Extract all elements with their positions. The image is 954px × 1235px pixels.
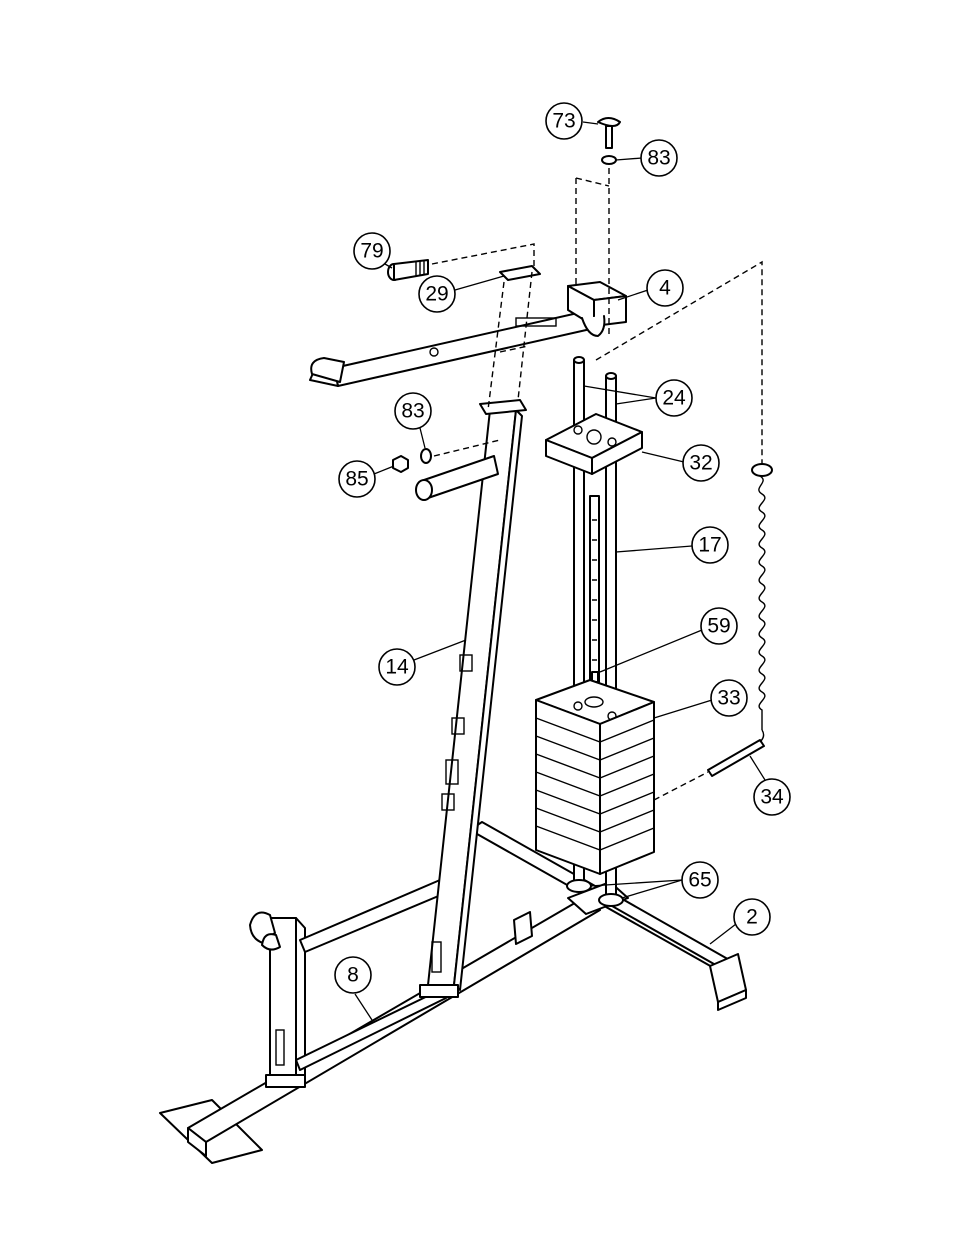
washer-83-lower (421, 449, 431, 463)
callout-34-label: 34 (760, 786, 784, 809)
callout-14-label: 14 (385, 656, 409, 679)
washer-83 (602, 156, 616, 164)
weight-stack-33 (536, 680, 654, 874)
callout-33: 33 (654, 680, 747, 718)
callout-83-lower: 83 (395, 393, 431, 448)
callout-59-label: 59 (707, 615, 730, 638)
callout-14: 14 (379, 640, 466, 685)
callout-4: 4 (618, 270, 683, 306)
callout-2: 2 (710, 899, 770, 944)
callout-29-label: 29 (425, 283, 448, 306)
callout-83-top-label: 83 (647, 147, 670, 170)
callout-34: 34 (750, 756, 790, 815)
callout-73-label: 73 (552, 110, 575, 133)
bolt-79 (388, 260, 428, 280)
callout-83-top: 83 (616, 140, 677, 176)
base-frame-8 (160, 880, 600, 1163)
plate-29 (500, 266, 540, 280)
callout-59: 59 (600, 608, 737, 672)
callout-32: 32 (642, 445, 719, 481)
carriage-bolt-73 (598, 118, 620, 148)
callout-8: 8 (335, 957, 372, 1020)
vertical-post-14 (416, 400, 526, 997)
callout-4-label: 4 (659, 277, 671, 300)
callout-24-label: 24 (662, 387, 686, 410)
top-plate-32 (546, 414, 642, 474)
nut-85 (393, 456, 408, 472)
callout-73: 73 (546, 103, 598, 139)
callout-24: 24 (584, 380, 692, 416)
callout-17-label: 17 (698, 534, 721, 557)
callout-85-label: 85 (345, 468, 368, 491)
callout-83-lower-label: 83 (401, 400, 424, 423)
callout-79: 79 (354, 233, 392, 269)
callout-79-label: 79 (360, 240, 383, 263)
callout-32-label: 32 (689, 452, 712, 475)
callout-29: 29 (419, 276, 504, 312)
callout-85: 85 (339, 461, 394, 497)
callout-17: 17 (616, 527, 728, 563)
callout-65-label: 65 (688, 869, 711, 892)
callout-8-label: 8 (347, 964, 359, 987)
selector-rod-17 (590, 496, 599, 682)
callout-33-label: 33 (717, 687, 740, 710)
callout-2-label: 2 (746, 906, 758, 929)
